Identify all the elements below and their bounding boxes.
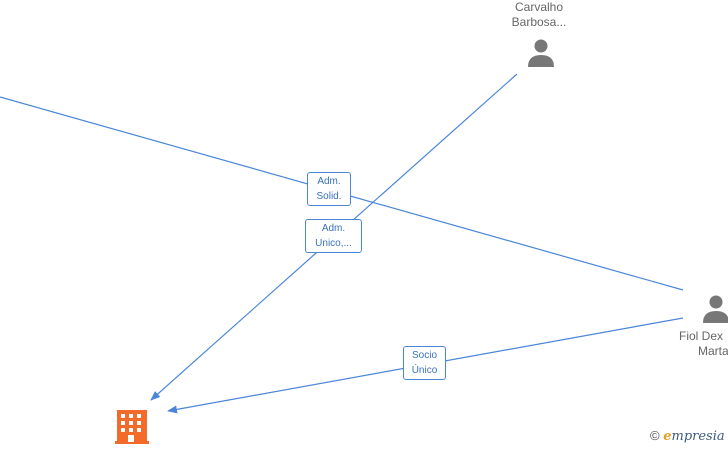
- edge-label-line1: Adm.: [317, 176, 341, 187]
- person-name-line1: Carvalho: [514, 0, 564, 14]
- company-building-icon[interactable]: [115, 410, 149, 444]
- edge-label-adm-solid[interactable]: Adm. Solid.: [307, 172, 351, 206]
- logo-initial: e: [663, 429, 672, 444]
- empresia-logo: empresia: [663, 429, 724, 444]
- logo-text: mpresia: [671, 429, 725, 444]
- person-name-line2: Barbosa...: [511, 15, 567, 29]
- edge-label-line1: Socio: [411, 350, 437, 361]
- person-icon[interactable]: [528, 39, 554, 68]
- edge-label-line2: Unico,...: [315, 238, 352, 249]
- person-name-line1: Fiol Dex: [679, 329, 724, 343]
- copyright-symbol: ©: [650, 428, 660, 443]
- person-label-fiol[interactable]: Fiol Dex Marta: [679, 329, 728, 359]
- edge-label-line1: Adm.: [321, 223, 346, 234]
- edge-label-line2: Único: [411, 365, 438, 376]
- edge-label-adm-unico[interactable]: Adm. Unico,...: [305, 219, 362, 253]
- edge-label-line2: Solid.: [316, 191, 342, 202]
- person-name-line2: Marta: [698, 344, 728, 358]
- empresia-watermark: © empresia: [650, 428, 725, 444]
- edge-label-socio-unico[interactable]: Socio Único: [403, 346, 446, 380]
- person-label-carvalho[interactable]: Carvalho Barbosa...: [503, 0, 575, 30]
- person-icon[interactable]: [703, 295, 728, 324]
